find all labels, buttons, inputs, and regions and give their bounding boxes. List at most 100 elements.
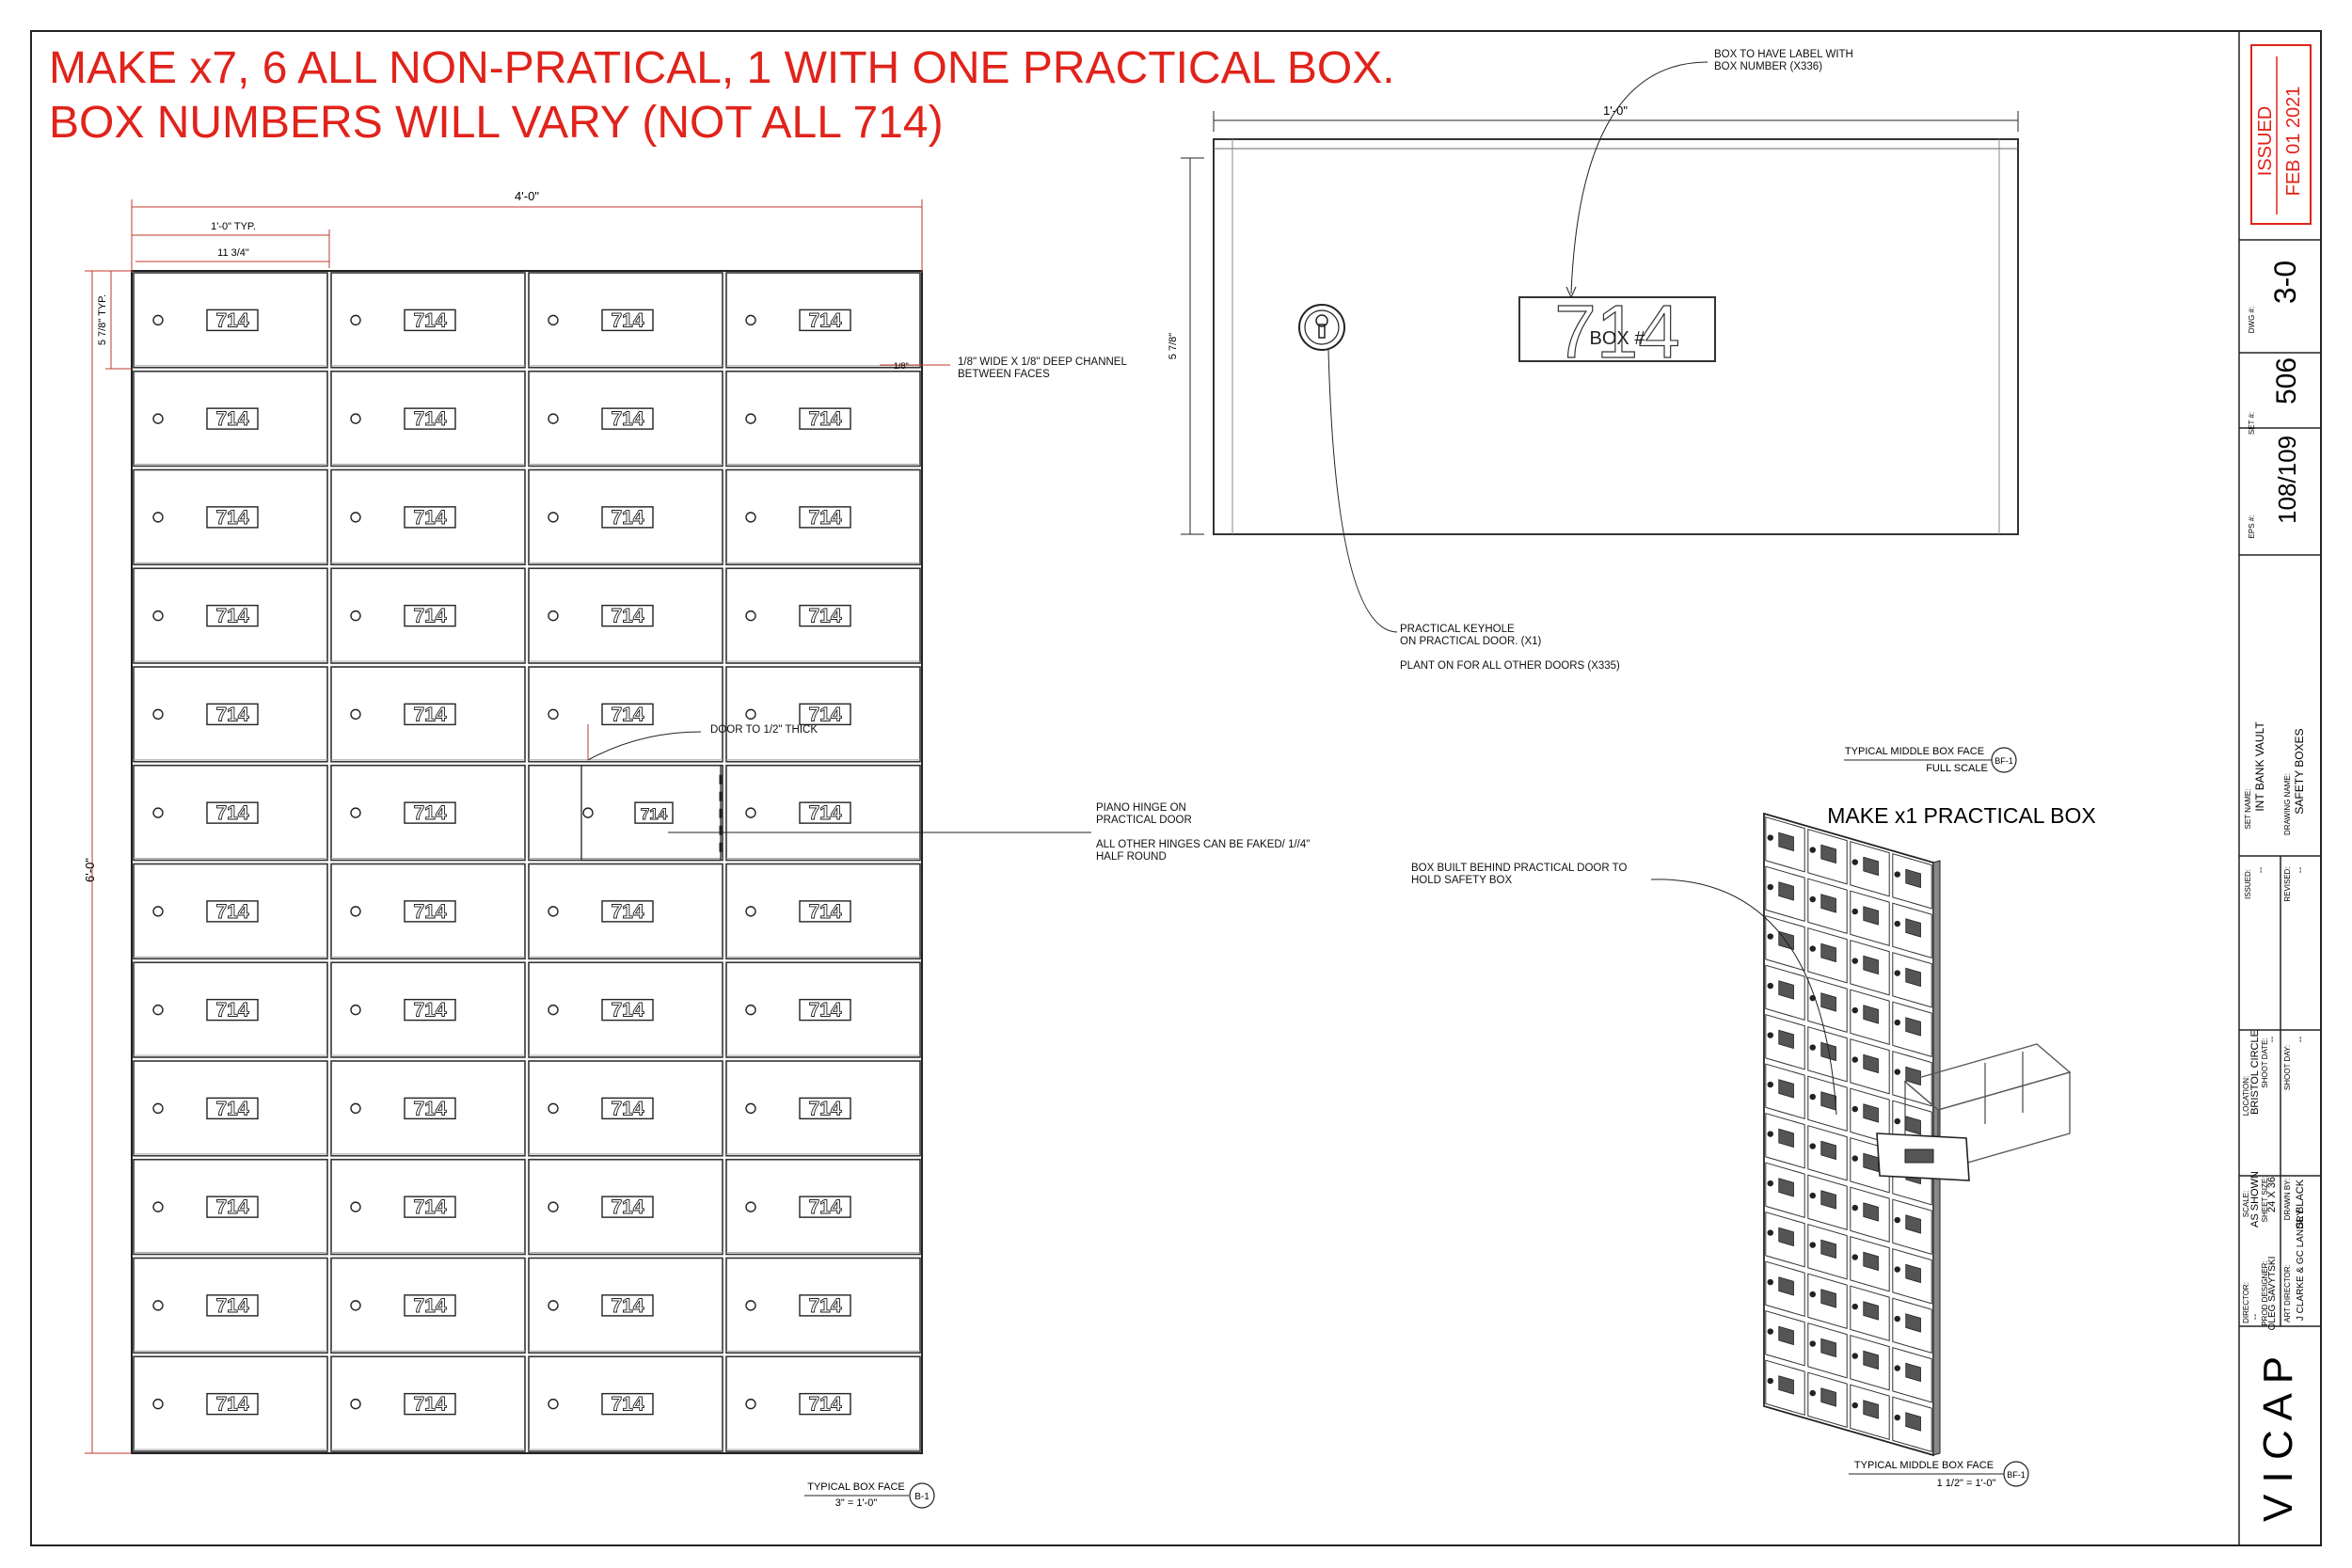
- keyhole-icon: [350, 1300, 361, 1311]
- number-plate: [799, 998, 851, 1022]
- box-number: 714: [215, 1196, 248, 1218]
- keyhole-icon: [152, 807, 164, 818]
- box-door: 714: [330, 1257, 526, 1354]
- number-plate: [206, 604, 259, 627]
- caption-tag-circle-b1: [909, 1482, 935, 1509]
- number-plate: [601, 998, 654, 1022]
- number-plate: [1778, 1227, 1794, 1247]
- box-door: 714: [133, 1355, 328, 1452]
- box-number: 714: [611, 1000, 644, 1022]
- keyhole-icon: [1767, 883, 1773, 891]
- scale-value: AS SHOWN: [2249, 1171, 2261, 1227]
- box-door: 714: [725, 863, 921, 960]
- door-leader: [587, 724, 702, 761]
- number-plate: [1820, 1387, 1836, 1407]
- box-number: 714: [215, 802, 248, 824]
- box-door: 714: [330, 567, 526, 664]
- iso-box-door: [1807, 1125, 1848, 1181]
- keyhole-icon: [745, 1300, 756, 1311]
- box-number: 714: [808, 1000, 841, 1022]
- number-plate: [601, 309, 654, 332]
- note-door-thickness: DOOR TO 1/2" THICK: [710, 724, 818, 736]
- iso-box-door: [1807, 878, 1848, 934]
- iso-title: MAKE x1 PRACTICAL BOX: [1827, 803, 2095, 828]
- issued-label: ISSUED:: [2244, 869, 2252, 899]
- note-safety-box: BOX BUILT BEHIND PRACTICAL DOOR TO HOLD …: [1411, 863, 1628, 886]
- box-door: 714: [133, 863, 328, 960]
- iso-box-door: [1892, 902, 1932, 958]
- keyhole-icon: [152, 314, 164, 326]
- box-number: 714: [215, 1000, 248, 1022]
- keyhole-icon: [350, 512, 361, 523]
- iso-box-door: [1765, 1162, 1805, 1218]
- drawn-by-value: SL BLACK: [2295, 1179, 2306, 1228]
- keyhole-icon: [152, 906, 164, 917]
- box-number: 714: [215, 1295, 248, 1317]
- box-door: 714: [330, 1158, 526, 1256]
- iso-box-door: [1892, 1001, 1932, 1057]
- box-door: 714: [330, 370, 526, 467]
- note-piano-hinge: PIANO HINGE ON PRACTICAL DOOR ALL OTHER …: [1096, 802, 1311, 863]
- dwg-label: DWG #:: [2248, 307, 2256, 333]
- dim-overall-height-label: 6'-0": [83, 858, 97, 882]
- box-door: 714: [528, 863, 723, 960]
- box-door: 714: [528, 567, 723, 664]
- iso-box-door: [1765, 964, 1805, 1021]
- box-door: 714: [133, 567, 328, 664]
- keyhole-icon: [1894, 1117, 1900, 1125]
- keyhole-icon: [152, 512, 164, 523]
- box-number: 714: [611, 1295, 644, 1317]
- detail-dim-height: 5 7/8": [1168, 333, 1179, 359]
- box-number: 714: [808, 1098, 841, 1119]
- set-value: 506: [2271, 357, 2302, 404]
- number-plate: [404, 506, 456, 529]
- caption-scale-b1: 3" = 1'-0": [835, 1497, 878, 1509]
- dim-box-width-label: 1'-0" TYP.: [211, 221, 256, 232]
- note-channel: 1/8" WIDE X 1/8" DEEP CHANNEL BETWEEN FA…: [958, 356, 1127, 380]
- iso-box-door: [1850, 1236, 1890, 1292]
- keyhole-icon: [1809, 1093, 1816, 1101]
- isometric-view: [1763, 812, 2072, 1457]
- set-name-label: SET NAME:: [2244, 789, 2252, 830]
- box-number: 714: [215, 901, 248, 923]
- number-plate: [799, 900, 851, 923]
- box-number: 714: [215, 1394, 248, 1416]
- box-door: 714: [528, 272, 723, 369]
- number-plate: [1778, 1178, 1794, 1197]
- keyhole-icon: [1809, 945, 1816, 952]
- caption-tag-b1: B-1: [914, 1492, 930, 1502]
- keyhole-icon: [1809, 1242, 1816, 1248]
- keyhole-icon: [548, 1398, 559, 1410]
- instruction-line-2: BOX NUMBERS WILL VARY (NOT ALL 714): [49, 98, 944, 148]
- shoot-day-label: SHOOT DAY:: [2283, 1045, 2292, 1090]
- box-door: 714: [528, 1158, 723, 1256]
- iso-box-door: [1765, 816, 1805, 873]
- box-number: 714: [413, 408, 446, 430]
- keyhole-icon: [1851, 1155, 1858, 1162]
- box-number: 714: [413, 507, 446, 529]
- caption-tag-bf1a: BF-1: [1994, 756, 2013, 766]
- keyhole-icon: [745, 610, 756, 622]
- keyhole-icon: [1809, 847, 1816, 853]
- box-door: 714: [725, 567, 921, 664]
- box-number: 714: [413, 1098, 446, 1119]
- keyhole-icon: [152, 708, 164, 721]
- iso-box-door: [1765, 1014, 1805, 1070]
- iso-box-door: [1850, 841, 1890, 897]
- box-door: 714: [528, 1060, 723, 1157]
- box-number: 714: [808, 802, 841, 824]
- dim-box-inner-label: 11 3/4": [217, 247, 249, 259]
- number-plate: [799, 703, 851, 726]
- keyhole-icon: [1851, 1402, 1858, 1409]
- number-plate: [799, 407, 851, 430]
- keyhole-icon: [1894, 871, 1900, 878]
- iso-box-door: [1807, 1075, 1848, 1132]
- box-number: 714: [413, 1295, 446, 1317]
- dim-overall-height: [85, 270, 132, 1454]
- box-number: 714: [808, 606, 841, 627]
- number-plate: [206, 1097, 259, 1120]
- location-value: BRISTOL CIRCLE: [2249, 1030, 2261, 1115]
- box-number: 714: [808, 408, 841, 430]
- keyhole-icon: [548, 1004, 559, 1016]
